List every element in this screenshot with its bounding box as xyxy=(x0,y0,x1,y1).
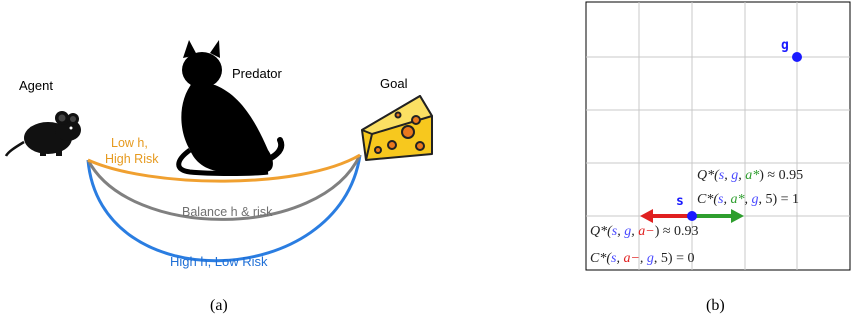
grid-border xyxy=(585,1,851,271)
start-point xyxy=(687,211,697,221)
eq-q-astar: Q*(s, g, a*) ≈ 0.95 xyxy=(697,168,803,183)
panel-a: Agent Predator Goal Low h, High Risk Bal… xyxy=(4,40,433,314)
mouse-icon xyxy=(4,111,81,157)
balance-label: Balance h & risk xyxy=(182,205,273,219)
caption-b: (b) xyxy=(706,297,725,314)
high-h-low-risk-path xyxy=(86,154,362,263)
predator-label: Predator xyxy=(232,66,283,81)
balance-path xyxy=(86,154,362,221)
low-h-high-risk-path xyxy=(87,153,361,183)
start-point-label: s xyxy=(676,194,684,209)
eq-c-astar: C*(s, a*, g, 5) = 1 xyxy=(697,192,799,207)
grid-lines xyxy=(586,2,850,270)
caption-a: (a) xyxy=(210,297,228,314)
arrow-left xyxy=(640,209,692,223)
cat-icon xyxy=(176,40,285,176)
cheese-icon xyxy=(361,95,433,161)
arrow-right xyxy=(692,209,744,223)
goal-point-label: g xyxy=(781,38,789,53)
low-h-label-line1: Low h, xyxy=(111,136,148,150)
eq-q-aminus: Q*(s, g, a−) ≈ 0.93 xyxy=(590,224,699,239)
panel-b: g s Q*(s, g, a*) ≈ 0.95 C*(s, a*, g, 5) … xyxy=(585,1,851,314)
goal-label: Goal xyxy=(380,76,408,91)
goal-point xyxy=(792,52,802,62)
high-h-label: High h, Low Risk xyxy=(170,254,268,269)
eq-c-aminus: C*(s, a−, g, 5) = 0 xyxy=(590,251,694,266)
low-h-label-line2: High Risk xyxy=(105,152,159,166)
agent-label: Agent xyxy=(19,78,53,93)
